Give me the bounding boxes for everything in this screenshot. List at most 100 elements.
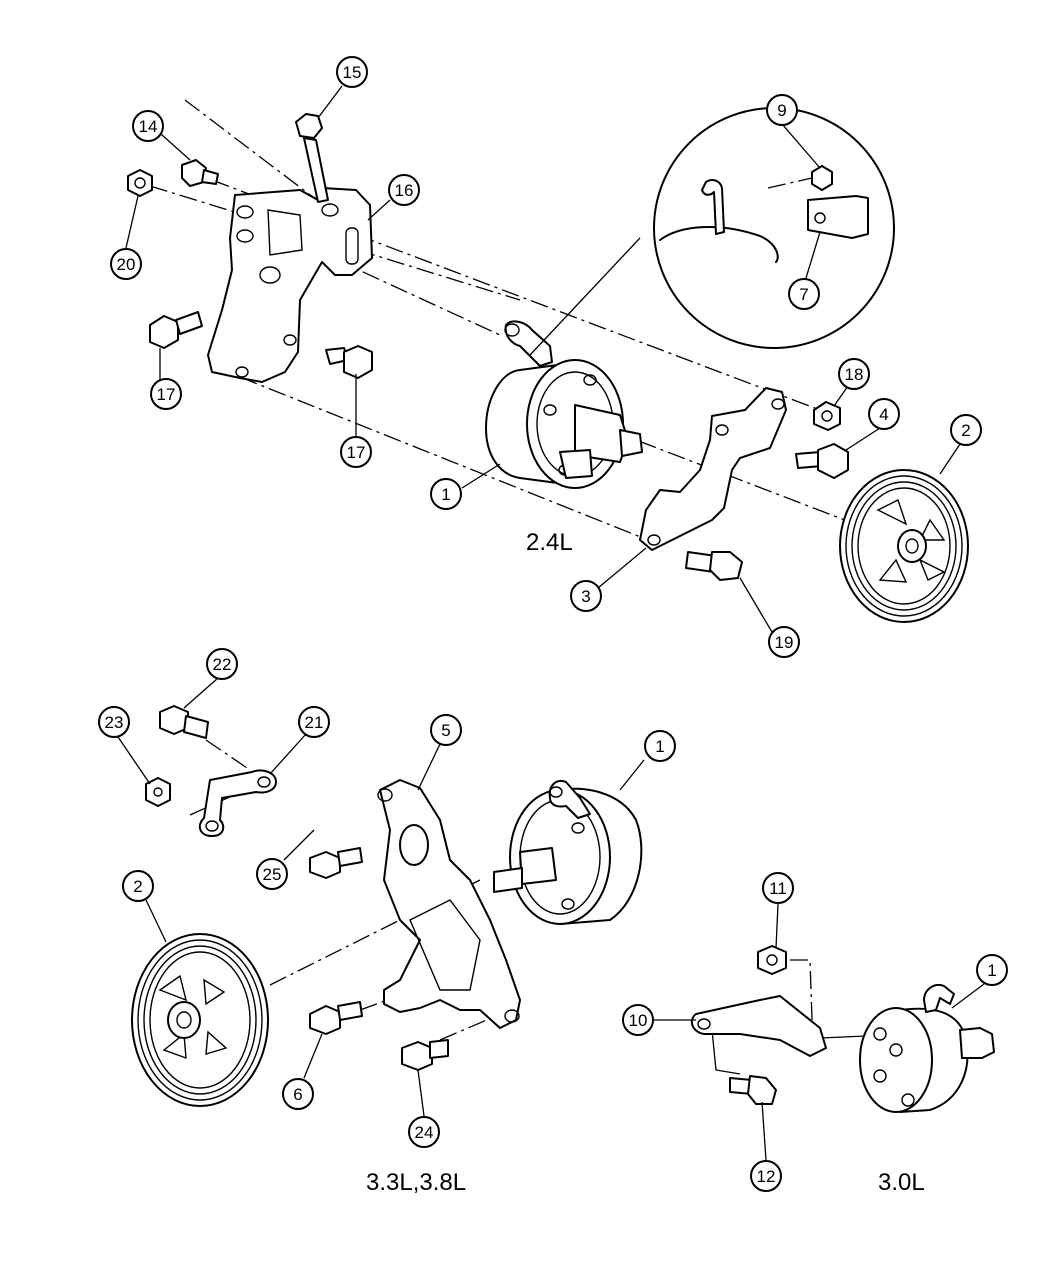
callout-22[interactable]: 22: [206, 648, 238, 680]
bolt-12: [729, 1075, 777, 1105]
power-steering-pump-3-3l: [493, 780, 643, 925]
callout-14[interactable]: 14: [132, 110, 164, 142]
callout-25[interactable]: 25: [256, 858, 288, 890]
mounting-bracket-2-4l: [207, 187, 373, 383]
inset-nut-9: [811, 165, 833, 191]
callout-number: 23: [105, 713, 124, 732]
callout-number: 7: [799, 285, 808, 304]
callout-1-middle[interactable]: 1: [644, 730, 676, 762]
callout-18[interactable]: 18: [838, 358, 870, 390]
callout-2-upper[interactable]: 2: [950, 414, 982, 446]
assembly-line: [767, 177, 813, 189]
callout-6[interactable]: 6: [282, 1078, 314, 1110]
detail-inset: [653, 107, 895, 349]
callout-number: 19: [775, 633, 794, 652]
callout-number: 11: [769, 879, 787, 898]
pump-bracket-10: [690, 995, 827, 1057]
callout-number: 15: [343, 63, 362, 82]
callout-11[interactable]: 11: [762, 872, 794, 904]
callout-15[interactable]: 15: [336, 56, 368, 88]
callout-number: 12: [757, 1167, 776, 1186]
assembly-line: [239, 376, 649, 541]
nut-11: [757, 945, 787, 975]
assembly-line: [189, 789, 246, 816]
callout-23[interactable]: 23: [98, 706, 130, 738]
stud-14: [181, 159, 219, 187]
bracket-hole: [235, 366, 249, 378]
callout-number: 3: [581, 587, 590, 606]
callout-number: 21: [305, 713, 324, 732]
power-steering-pump-3-0l: [859, 984, 995, 1113]
callout-9[interactable]: 9: [766, 94, 798, 126]
mounting-bracket-5: [379, 779, 521, 1029]
callout-number: 9: [777, 101, 786, 120]
bolt-6: [309, 1001, 363, 1035]
pulley-3-3l: [131, 933, 269, 1107]
bolt-17-upper: [149, 311, 203, 349]
callout-number: 24: [415, 1123, 434, 1142]
bracket-hole: [771, 398, 785, 410]
assembly-3-3l-3-8l: [131, 705, 643, 1107]
callout-20[interactable]: 20: [110, 248, 142, 280]
callout-21[interactable]: 21: [298, 706, 330, 738]
callout-number: 10: [629, 1011, 648, 1030]
callout-17-lower[interactable]: 17: [340, 436, 372, 468]
callout-19[interactable]: 19: [768, 626, 800, 658]
callout-number: 17: [157, 385, 176, 404]
bracket-hole: [321, 203, 339, 217]
callout-number: 20: [117, 255, 136, 274]
bracket-hole: [647, 534, 661, 546]
callout-12[interactable]: 12: [750, 1160, 782, 1192]
callout-17-upper[interactable]: 17: [150, 378, 182, 410]
callout-number: 6: [293, 1085, 302, 1104]
callout-3[interactable]: 3: [570, 580, 602, 612]
callout-number: 22: [213, 655, 232, 674]
strap-bracket-21: [198, 769, 277, 837]
callout-number: 1: [655, 737, 664, 756]
pump-bracket-2-4l: [639, 387, 787, 551]
callout-number: 1: [441, 485, 450, 504]
inset-bracket-7: [807, 195, 869, 239]
assembly-line: [205, 739, 251, 771]
nut-23: [145, 777, 171, 807]
callout-number: 1: [987, 961, 996, 980]
bracket-hole: [715, 424, 729, 436]
callout-number: 14: [139, 117, 158, 136]
callout-number: 5: [441, 721, 450, 740]
callout-5[interactable]: 5: [430, 714, 462, 746]
bolt-25: [309, 847, 363, 879]
bracket-slot: [345, 227, 359, 265]
bolt-4: [795, 443, 849, 479]
callout-1-lower[interactable]: 1: [976, 954, 1008, 986]
bolt-22: [159, 705, 209, 739]
callout-24[interactable]: 24: [408, 1116, 440, 1148]
callout-number: 2: [133, 877, 142, 896]
assembly-line: [609, 429, 911, 546]
callout-number: 18: [845, 365, 864, 384]
callout-number: 2: [961, 421, 970, 440]
engine-label-2-4l: 2.4L: [526, 529, 573, 556]
assembly-line: [819, 1035, 867, 1039]
power-steering-pump-2-4l: [485, 320, 643, 489]
bolt-17-lower: [325, 345, 373, 379]
pulley-2-4l: [839, 469, 969, 623]
bolt-19: [685, 551, 743, 581]
bolt-24: [401, 1039, 449, 1071]
bracket-hole: [283, 334, 297, 346]
inset-pump-body: [659, 225, 779, 263]
callout-7[interactable]: 7: [788, 278, 820, 310]
callout-2-lower[interactable]: 2: [122, 870, 154, 902]
callout-16[interactable]: 16: [388, 174, 420, 206]
bracket-rib: [267, 209, 303, 256]
callout-10[interactable]: 10: [622, 1004, 654, 1036]
inset-fitting: [701, 179, 725, 235]
callout-leaders: [115, 85, 985, 1161]
callout-1-upper[interactable]: 1: [430, 478, 462, 510]
assembly-line: [711, 1029, 741, 1075]
engine-label-3-3l-3-8l: 3.3L,3.8L: [366, 1169, 466, 1196]
callout-number: 4: [879, 405, 888, 424]
bracket-hole: [259, 266, 281, 284]
callout-4[interactable]: 4: [868, 398, 900, 430]
nut-20: [127, 169, 153, 197]
